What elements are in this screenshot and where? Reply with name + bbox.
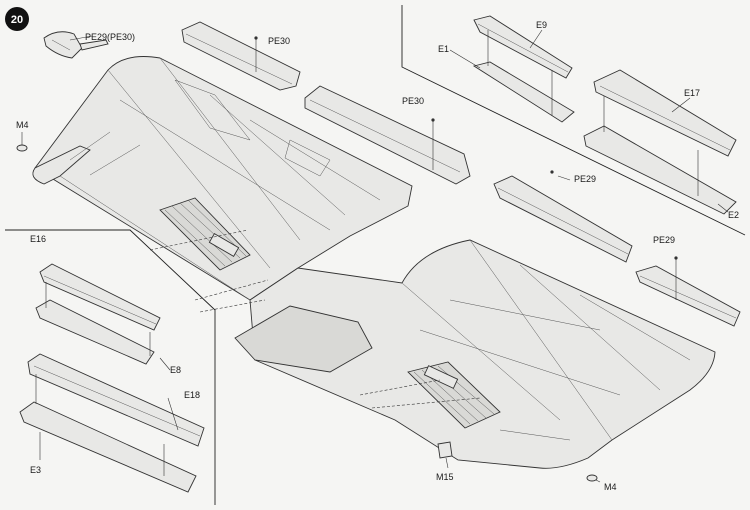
- part-e17: [593, 69, 737, 157]
- gun-bay-left: [159, 197, 251, 271]
- inset-frame-bottom-left: [5, 229, 216, 505]
- label-m4-left: M4: [16, 120, 29, 130]
- label-e1: E1: [438, 44, 449, 54]
- label-e9: E9: [536, 20, 547, 30]
- part-e8: [35, 299, 155, 365]
- main-wing-assembly: [32, 56, 716, 469]
- step-badge: 20: [5, 7, 29, 31]
- label-pe29-right: PE29: [653, 235, 675, 245]
- part-e16: [39, 263, 161, 331]
- part-e3: [19, 401, 197, 493]
- label-pe29-mid: PE29: [574, 174, 596, 184]
- label-e2: E2: [728, 210, 739, 220]
- step-number: 20: [11, 14, 23, 26]
- label-m4-bottom: M4: [604, 482, 617, 492]
- label-pe30-mid: PE30: [402, 96, 424, 106]
- label-pe30-top: PE30: [268, 36, 290, 46]
- part-e1: [472, 61, 575, 123]
- label-e17: E17: [684, 88, 700, 98]
- part-m4-bottom: [586, 474, 598, 482]
- flap-right-lower: [635, 256, 741, 327]
- part-m4-left: [16, 144, 28, 152]
- pe29-photoetch-part: [43, 31, 109, 59]
- aileron-left-upper: [181, 21, 301, 91]
- label-e18: E18: [184, 390, 200, 400]
- flap-left-lower: [304, 85, 471, 185]
- gun-bay-right: [407, 361, 501, 429]
- part-m15: [437, 441, 453, 459]
- aileron-right-upper: [493, 170, 633, 263]
- label-m15: M15: [436, 472, 454, 482]
- label-e16: E16: [30, 234, 46, 244]
- part-e9: [473, 15, 573, 79]
- inset-frame-top-right: [401, 5, 746, 236]
- part-e18: [27, 353, 205, 447]
- label-pe29-pe30: PE29(PE30): [85, 32, 135, 42]
- label-e8: E8: [170, 365, 181, 375]
- label-e3: E3: [30, 465, 41, 475]
